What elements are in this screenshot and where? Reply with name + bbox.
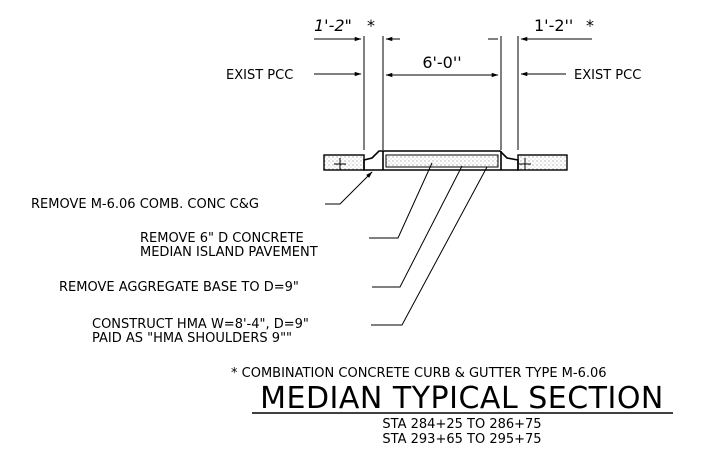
callout-remove-base: REMOVE AGGREGATE BASE TO D=9" [59, 165, 463, 295]
station-range-1: STA 284+25 TO 286+75 [382, 417, 541, 432]
extension-lines [363, 36, 519, 150]
dim-right-curb-text: 1'-2'' [534, 16, 573, 35]
joint-symbol-right [519, 158, 531, 170]
section-title: MEDIAN TYPICAL SECTION [260, 381, 664, 416]
callout-remove-curb: REMOVE M-6.06 COMB. CONC C&G [31, 171, 373, 212]
dimension-right-curb: 1'-2'' * [488, 16, 594, 42]
remove-concrete-line1: REMOVE 6" D CONCRETE [140, 231, 304, 246]
callout-remove-concrete: REMOVE 6" D CONCRETE MEDIAN ISLAND PAVEM… [140, 162, 433, 260]
dimension-left-curb: 1'-2" * [314, 16, 400, 42]
footnote: * COMBINATION CONCRETE CURB & GUTTER TYP… [231, 366, 607, 381]
construct-hma-line1: CONSTRUCT HMA W=8'-4", D=9" [92, 317, 309, 332]
remove-base-label: REMOVE AGGREGATE BASE TO D=9" [59, 280, 299, 295]
dimension-center-width: 6'-0'' [385, 53, 499, 78]
median-concrete-pavement [385, 154, 499, 168]
exist-pcc-slab-left [323, 154, 365, 171]
remove-concrete-line2: MEDIAN ISLAND PAVEMENT [140, 245, 318, 260]
dim-right-asterisk: * [586, 16, 594, 35]
dim-center-width-text: 6'-0'' [422, 53, 461, 72]
exist-pcc-left-label: EXIST PCC [226, 68, 293, 83]
callout-exist-pcc-right: EXIST PCC [520, 68, 641, 83]
station-range-2: STA 293+65 TO 295+75 [382, 432, 541, 447]
dim-left-curb-text: 1'-2" [314, 16, 352, 35]
callout-construct-hma: CONSTRUCT HMA W=8'-4", D=9" PAID AS "HMA… [92, 166, 488, 346]
callout-exist-pcc-left: EXIST PCC [226, 68, 362, 83]
dim-left-asterisk: * [367, 16, 375, 35]
construct-hma-line2: PAID AS "HMA SHOULDERS 9"" [92, 331, 292, 346]
exist-pcc-right-label: EXIST PCC [574, 68, 641, 83]
remove-curb-label: REMOVE M-6.06 COMB. CONC C&G [31, 197, 259, 212]
cross-section [323, 150, 568, 171]
joint-symbol-left [334, 158, 346, 170]
